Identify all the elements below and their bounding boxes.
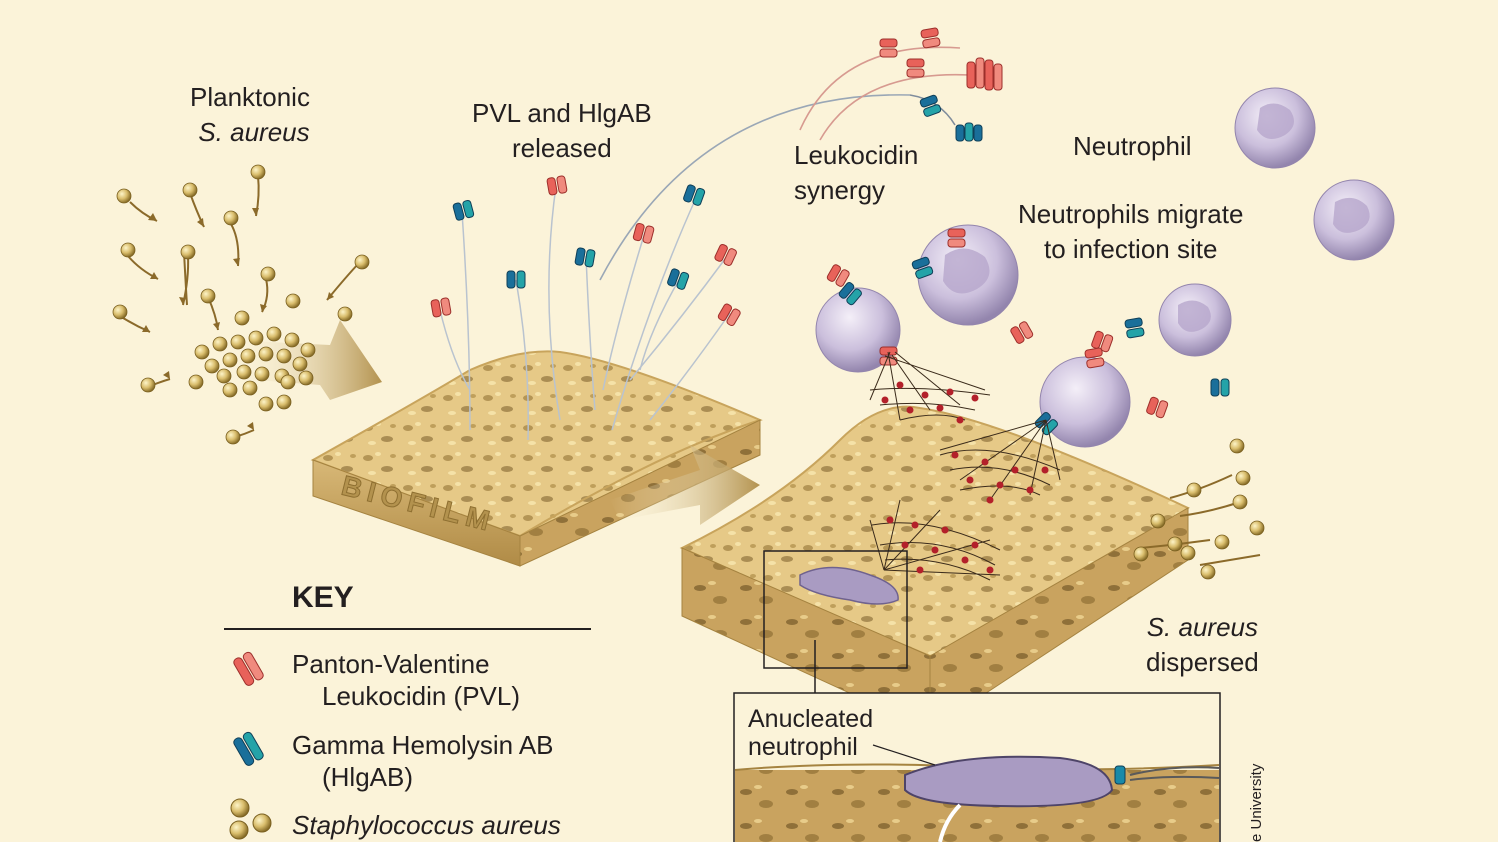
key-pvl: Panton-Valentine Leukocidin (PVL) <box>292 649 520 711</box>
anucleated-neutrophil <box>799 566 899 605</box>
neutrophil-label: Neutrophil <box>1073 131 1192 161</box>
pvl-key-icon <box>233 651 264 686</box>
anucleated-label: Anucleated neutrophil <box>748 705 874 761</box>
staph-key-icon <box>229 798 272 840</box>
released-label: PVL and HlgAB released <box>472 98 652 163</box>
synergy-toxins <box>879 27 1003 142</box>
progression-arrow <box>610 445 760 525</box>
neutrophils <box>815 87 1395 448</box>
planktonic-bacteria <box>112 164 370 445</box>
neutrophil-nets <box>869 351 1061 581</box>
dispersed-label: S. aureus dispersed <box>1146 612 1259 677</box>
inset-panel <box>733 692 1221 842</box>
dispersed-bacteria <box>1133 438 1265 580</box>
magnify-box <box>763 550 908 669</box>
planktonic-label: Planktonic S. aureus <box>190 82 310 147</box>
migrate-label: Neutrophils migrate to infection site <box>1018 199 1244 264</box>
hlgab-key-icon <box>233 731 264 766</box>
key-staph: Staphylococcus aureus <box>292 810 561 840</box>
biofilm-block-2 <box>679 405 1190 731</box>
key-divider <box>224 628 591 630</box>
net-dots <box>881 381 1049 574</box>
released-toxins <box>430 174 742 441</box>
credit-text: e University <box>1248 763 1265 842</box>
key-hlgab: Gamma Hemolysin AB (HlgAB) <box>292 730 554 792</box>
biofilm-block-1 <box>310 350 763 567</box>
synergy-label: Leukocidin synergy <box>794 140 919 205</box>
key-title: KEY <box>292 581 354 614</box>
